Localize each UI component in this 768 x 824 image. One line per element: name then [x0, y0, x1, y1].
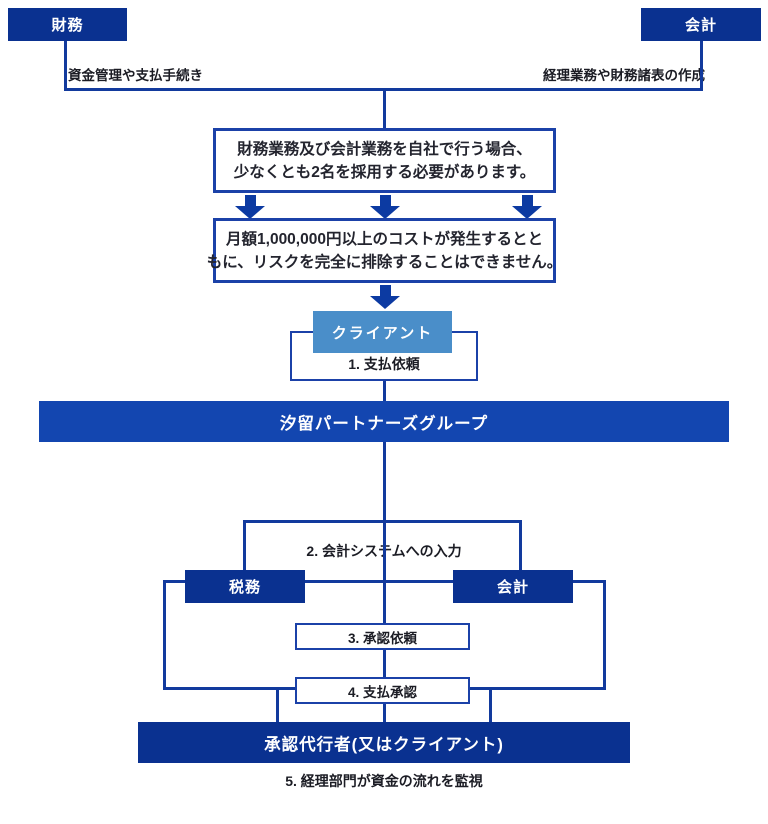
approver-bar: 承認代行者(又はクライアント) [138, 722, 630, 763]
step4-label: 4. 支払承認 [347, 684, 417, 700]
accounting-box-bottom-label: 会計 [496, 579, 529, 596]
down-arrow-icon [370, 285, 400, 309]
connector-client-to-group [383, 379, 386, 403]
finance-box: 財務 [8, 8, 127, 41]
accounting-box-top: 会計 [641, 8, 761, 41]
down-arrow-icon [235, 195, 265, 219]
step3-approval-request-box: 3. 承認依頼 [295, 623, 470, 650]
down-arrow-icon [512, 195, 542, 219]
note-cost: 月額1,000,000円以上のコストが発生するとと もに、リスクを完全に排除する… [207, 218, 562, 283]
group-bar: 汐留パートナーズグループ [39, 401, 729, 442]
note-cost-line2: もに、リスクを完全に排除することはできません。 [206, 253, 563, 271]
connector-left-to-approver [276, 687, 279, 722]
note-hiring-line2: 少なくとも2名を採用する必要があります。 [233, 163, 536, 181]
client-box: クライアント [313, 311, 452, 353]
finance-box-label: 財務 [51, 17, 84, 34]
step1-label: 1. 支払依頼 [348, 356, 420, 372]
bracket-top [243, 520, 522, 523]
note-cost-line1: 月額1,000,000円以上のコストが発生するとと [226, 230, 543, 248]
step4-payment-approval-box: 4. 支払承認 [295, 677, 470, 704]
finance-caption: 資金管理や支払手続き [68, 68, 203, 83]
step3-label: 3. 承認依頼 [347, 630, 417, 646]
accounting-caption: 経理業務や財務諸表の作成 [543, 68, 705, 83]
connector-accounting-down [700, 41, 703, 90]
tax-box: 税務 [185, 570, 305, 603]
connector-right-to-approver [489, 687, 492, 722]
down-arrow-icon [370, 195, 400, 219]
note-hiring: 財務業務及び会計業務を自社で行う場合、 少なくとも2名を採用する必要があります。 [213, 128, 556, 193]
accounting-box-bottom: 会計 [453, 570, 573, 603]
bracket-left-leg [243, 520, 246, 572]
client-box-label: クライアント [331, 324, 434, 342]
accounting-box-top-label: 会計 [684, 17, 717, 34]
connector-finance-down [64, 41, 67, 90]
note-hiring-line1: 財務業務及び会計業務を自社で行う場合、 [237, 140, 532, 158]
tax-box-label: 税務 [228, 579, 261, 596]
step5-label: 5. 経理部門が資金の流れを監視 [285, 773, 483, 789]
approver-bar-label: 承認代行者(又はクライアント) [264, 735, 504, 754]
connector-to-note1 [383, 88, 386, 129]
group-bar-label: 汐留パートナーズグループ [279, 414, 489, 433]
connector-center-vertical [383, 442, 386, 723]
bracket-right-leg [519, 520, 522, 572]
